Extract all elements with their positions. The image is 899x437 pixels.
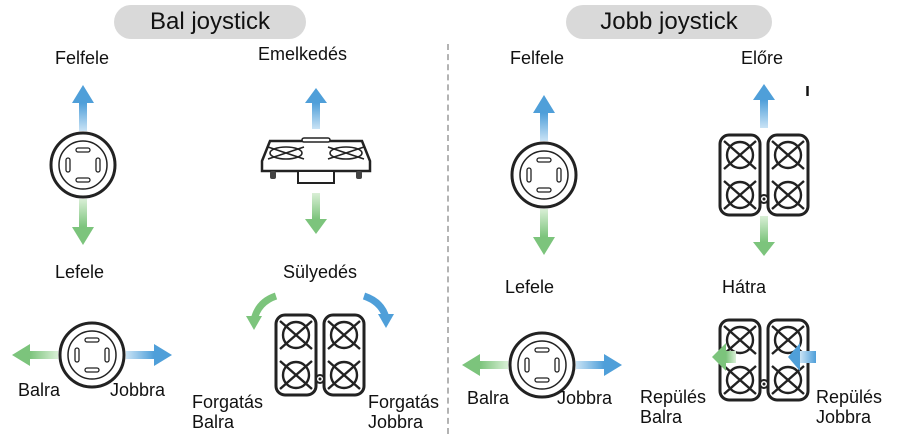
left-left-right-stick (12, 321, 172, 389)
label-descend: Sülyedés (283, 262, 358, 282)
label-fly-left: Repülés Balra (640, 387, 707, 427)
label-right-down: Lefele (505, 277, 555, 297)
fly-left-arrow (712, 343, 726, 371)
drone-forward-back: ı (718, 80, 810, 256)
label-left-down: Lefele (55, 262, 105, 282)
drone-rotate (246, 292, 394, 397)
label-rotate-left: Forgatás Balra (192, 392, 264, 432)
label-right-left: Balra (467, 388, 510, 408)
drone-fly-sideways (712, 318, 816, 402)
fly-right-arrow (788, 343, 800, 371)
label-left-left: Balra (18, 380, 61, 400)
label-fly-right: Repülés Jobbra (816, 387, 883, 427)
stray-mark: ı (805, 80, 810, 100)
label-forward: Előre (741, 48, 784, 68)
label-right-up: Felfele (510, 48, 565, 68)
label-backward: Hátra (722, 277, 767, 297)
label-left-right: Jobbra (110, 380, 166, 400)
label-rotate-right: Forgatás Jobbra (368, 392, 440, 432)
left-up-down-stick (49, 85, 117, 245)
panel-divider (447, 44, 449, 434)
label-left-up: Felfele (55, 48, 110, 68)
label-right-right: Jobbra (557, 388, 613, 408)
right-joystick-title: Jobb joystick (566, 5, 772, 39)
drone-rise-descend (260, 88, 372, 234)
left-joystick-title: Bal joystick (114, 5, 306, 39)
right-up-down-stick (510, 95, 578, 255)
descend-arrow (312, 193, 320, 219)
label-rise: Emelkedés (258, 44, 348, 64)
rise-arrow (312, 103, 320, 129)
